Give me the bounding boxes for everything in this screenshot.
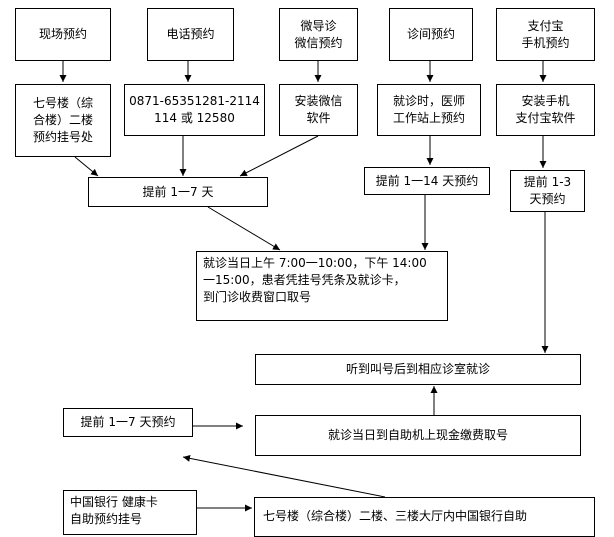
same-day-registration-box: 就诊当日上午 7:00一10:00，下午 14:00 一15:00，患者凭挂号凭… (196, 251, 448, 321)
arrow-advance-to-sameday (207, 206, 281, 251)
room-appointment-label: 诊间预约 (406, 27, 455, 41)
phone-number-box: 0871-65351281-2114 114 或 12580 (124, 84, 265, 136)
self-service-box: 就诊当日到自助机上现金缴费取号 (255, 415, 581, 456)
advance-1-3-line-1: 提前 1-3 (523, 175, 572, 189)
wechat-appointment-box: 微导诊 微信预约 (279, 8, 358, 61)
advance-1-7-days-label: 提前 1一7 天预约 (80, 415, 176, 429)
alipay-appointment-box: 支付宝 手机预约 (496, 8, 595, 61)
boc-card-box: 中国银行 健康卡 自助预约挂号 (63, 490, 197, 535)
wechat-install-line-1: 安装微信 (294, 94, 343, 108)
onsite-appointment-box: 现场预约 (15, 8, 111, 61)
same-day-line-1: 就诊当日上午 7:00一10:00，下午 14:00 (203, 256, 427, 270)
onsite-location-box: 七号楼（综 合楼）二楼 预约挂号处 (15, 84, 111, 157)
boc-card-line-2: 自助预约挂号 (70, 512, 143, 526)
wechat-install-line-2: 软件 (306, 111, 331, 125)
advance-1-3-box: 提前 1-3 天预约 (510, 170, 585, 212)
boc-location-label: 七号楼（综合楼）二楼、三楼大厅内中国银行自助 (263, 509, 528, 523)
onsite-appointment-label: 现场预约 (38, 27, 87, 41)
boc-location-box: 七号楼（综合楼）二楼、三楼大厅内中国银行自助 (254, 497, 595, 537)
onsite-location-line-1: 七号楼（综 (32, 96, 93, 110)
room-appointment-box: 诊间预约 (389, 8, 473, 61)
advance-1-14-box: 提前 1一14 天预约 (364, 167, 490, 195)
advance-1-3-line-2: 天预约 (529, 192, 566, 206)
advance-1-7-days-box: 提前 1一7 天预约 (63, 408, 193, 437)
wechat-line-2: 微信预约 (294, 35, 343, 50)
advance-1-7-box: 提前 1一7 天 (88, 177, 268, 207)
advance-1-7-label: 提前 1一7 天 (142, 184, 214, 199)
phone-appointment-label: 电话预约 (166, 27, 215, 41)
phone-number-line-2: 114 或 12580 (154, 111, 235, 125)
wechat-line-1: 微导诊 (300, 18, 337, 33)
phone-appointment-box: 电话预约 (147, 8, 234, 61)
room-doctor-line-1: 就诊时，医师 (392, 94, 465, 108)
alipay-install-line-2: 支付宝软件 (515, 111, 576, 125)
boc-card-line-1: 中国银行 健康卡 (70, 495, 158, 509)
alipay-install-box: 安装手机 支付宝软件 (496, 84, 595, 136)
alipay-line-1: 支付宝 (527, 18, 564, 33)
listen-call-label: 听到叫号后到相应诊室就诊 (345, 362, 490, 376)
same-day-line-3: 到门诊收费窗口取号 (203, 290, 312, 304)
alipay-install-line-1: 安装手机 (521, 94, 570, 108)
self-service-label: 就诊当日到自助机上现金缴费取号 (327, 428, 508, 442)
listen-call-box: 听到叫号后到相应诊室就诊 (255, 354, 581, 385)
wechat-install-box: 安装微信 软件 (279, 84, 358, 136)
onsite-location-line-2: 合楼）二楼 (32, 113, 93, 127)
alipay-line-2: 手机预约 (521, 35, 570, 50)
advance-1-14-label: 提前 1一14 天预约 (375, 173, 479, 188)
arrow-onsite-to-advance (74, 156, 99, 177)
room-doctor-line-2: 工作站上预约 (392, 111, 465, 125)
phone-number-line-1: 0871-65351281-2114 (129, 94, 260, 108)
arrow-wechat-to-advance (239, 135, 319, 177)
onsite-location-line-3: 预约挂号处 (32, 130, 93, 144)
arrow-boc-to-advance7 (182, 454, 386, 498)
same-day-line-2: 一15:00，患者凭挂号凭条及就诊卡， (203, 273, 406, 287)
room-doctor-box: 就诊时，医师 工作站上预约 (377, 84, 481, 136)
